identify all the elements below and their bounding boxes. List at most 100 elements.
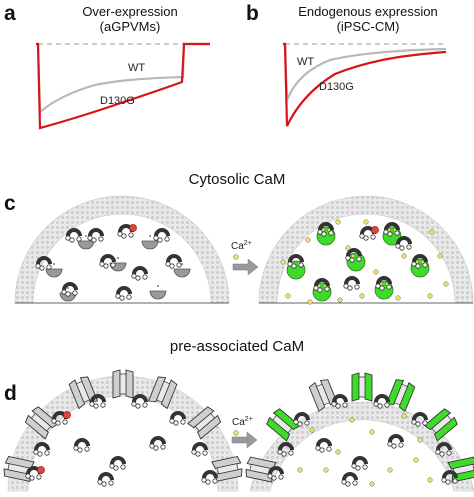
channel-fragment	[97, 472, 114, 487]
channel-fragment	[131, 266, 148, 281]
channel-fragment	[153, 228, 170, 243]
channel-fragment	[51, 411, 71, 426]
channel-fragment	[411, 254, 428, 269]
channel-fragment	[89, 394, 106, 409]
channel-fragment	[359, 226, 379, 241]
panel-d-arrow: Ca2+	[231, 416, 258, 449]
panel-c-right-molecules	[280, 219, 449, 305]
panel-b-caption-line1: Endogenous expression	[298, 4, 438, 19]
calcium-ion	[427, 293, 433, 299]
channel-fragment	[33, 442, 50, 457]
channel-fragment	[375, 276, 392, 291]
panel-b-label-mutant: D130G	[319, 81, 354, 93]
channel-apo	[68, 376, 99, 410]
apo-calmodulin	[173, 263, 191, 278]
panel-letter-c: c	[4, 192, 16, 215]
channel-apo	[211, 455, 243, 483]
panel-c-title: Cytosolic CaM	[188, 171, 286, 188]
panel-a-current-traces: WT D130G	[36, 42, 210, 130]
channel-fragment	[435, 442, 452, 457]
channel-apo	[3, 455, 35, 483]
calcium-ion	[307, 299, 313, 305]
channel-fragment	[117, 224, 137, 239]
panel-letter-d: d	[4, 382, 17, 405]
channel-fragment	[201, 470, 218, 485]
panel-b-wt-trace	[283, 42, 447, 101]
panel-d-left-membrane	[7, 375, 239, 492]
calcium-ion	[349, 417, 355, 423]
calcium-ion	[437, 253, 443, 259]
channel-fragment	[149, 436, 166, 451]
panel-d-arrow-label: Ca2+	[232, 416, 253, 428]
panel-d-arrow-ion	[233, 430, 239, 436]
calcium-ion	[401, 253, 407, 259]
channel-calcium-bound	[385, 379, 416, 413]
panel-d-left-cell	[3, 369, 243, 492]
panel-a-caption-line1: Over-expression	[82, 4, 178, 19]
calcium-ion	[297, 467, 303, 473]
channel-calcium-bound	[351, 372, 373, 402]
channel-fragment	[287, 254, 304, 269]
panel-d-arrow-shape	[231, 431, 258, 449]
apo-calmodulin	[149, 285, 167, 300]
calcium-ion	[335, 449, 341, 455]
panel-b-caption-line2: (iPSC-CM)	[336, 19, 400, 34]
channel-fragment	[165, 254, 182, 269]
panel-a-wt-trace	[36, 42, 210, 115]
channel-fragment	[315, 438, 332, 453]
channel-fragment	[267, 466, 284, 481]
calcium-ion	[337, 297, 343, 303]
apo-calmodulin	[141, 235, 159, 250]
calcium-ion	[429, 229, 435, 235]
channel-fragment	[373, 394, 390, 409]
panel-letter-b: b	[246, 2, 259, 25]
channel-fragment	[169, 411, 186, 426]
panel-d-title: pre-associated CaM	[169, 338, 305, 355]
channel-fragment	[387, 434, 404, 449]
channel-fragment	[25, 466, 45, 481]
calcium-ion	[335, 219, 341, 225]
panel-d-right-channels	[245, 372, 474, 483]
panel-a-mutant-trace	[36, 42, 210, 130]
channel-fragment	[293, 412, 310, 427]
channel-fragment	[131, 394, 148, 409]
calcium-ion	[443, 281, 449, 287]
calcium-ion	[285, 293, 291, 299]
calcium-ion	[395, 295, 401, 301]
panel-c-arrow-shape	[232, 258, 259, 276]
channel-fragment	[351, 456, 368, 471]
panel-a-label-mutant: D130G	[100, 95, 135, 107]
panel-d-right-cell	[245, 372, 474, 492]
calcium-ion	[413, 457, 419, 463]
channel-fragment	[61, 282, 78, 297]
panel-a-caption: Over-expression (aGPVMs)	[40, 4, 220, 34]
channel-fragment	[115, 286, 132, 301]
calcium-ion	[373, 269, 379, 275]
calcium-ion	[417, 437, 423, 443]
channel-fragment	[345, 248, 362, 263]
channel-apo	[24, 406, 59, 440]
channel-fragment	[73, 438, 90, 453]
channel-fragment	[277, 442, 294, 457]
calcium-ion	[369, 481, 375, 487]
panel-letter-a: a	[4, 2, 16, 25]
calcium-ion	[369, 429, 375, 435]
panel-b-mutant-trace	[283, 42, 447, 127]
calcium-ion	[280, 259, 286, 265]
panel-b-current-traces: WT D130G	[283, 42, 447, 127]
channel-fragment	[87, 228, 104, 243]
calcium-ion	[387, 467, 393, 473]
channel-fragment	[313, 278, 330, 293]
calcium-ion	[323, 467, 329, 473]
channel-fragment	[441, 470, 458, 485]
panel-c-left-molecules	[35, 224, 191, 302]
calcium-ion	[309, 427, 315, 433]
channel-fragment	[99, 254, 116, 269]
calcium-ion	[305, 237, 311, 243]
channel-fragment	[109, 456, 126, 471]
panel-d-left-channels	[3, 369, 243, 483]
panel-d-right-molecules	[267, 394, 458, 487]
channel-fragment	[411, 412, 428, 427]
channel-apo	[112, 369, 134, 399]
